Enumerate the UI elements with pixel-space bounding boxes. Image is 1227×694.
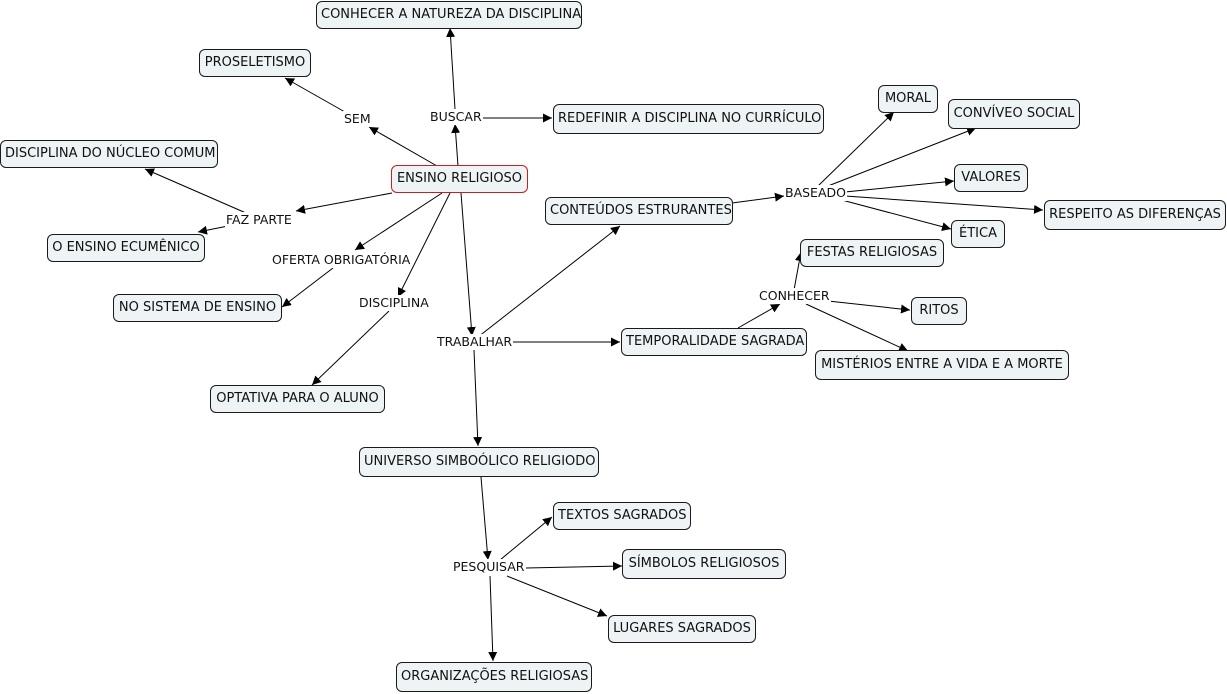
link-pesquisar: PESQUISAR [452,559,526,575]
concept-organizacoes-religiosas[interactable]: ORGANIZAÇÕES RELIGIOSAS [396,662,592,692]
concept-conhecer-natureza[interactable]: CONHECER A NATUREZA DA DISCIPLINA [316,1,582,29]
concept-simbolos-religiosos[interactable]: SÍMBOLOS RELIGIOSOS [622,549,786,579]
concept-ritos[interactable]: RITOS [911,297,967,325]
concept-ensino-religioso[interactable]: ENSINO RELIGIOSO [391,165,528,193]
concept-lugares-sagrados[interactable]: LUGARES SAGRADOS [608,615,756,643]
link-trabalhar: TRABALHAR [436,334,514,350]
concept-optativa[interactable]: OPTATIVA PARA O ALUNO [210,385,385,413]
concept-nucleo-comum[interactable]: DISCIPLINA DO NÚCLEO COMUM [0,140,218,168]
link-oferta-obrigatoria: OFERTA OBRIGATÓRIA [271,252,412,268]
concept-misterios[interactable]: MISTÉRIOS ENTRE A VIDA E A MORTE [815,350,1069,380]
concept-temporalidade-sagrada[interactable]: TEMPORALIDADE SAGRADA [621,328,807,356]
link-disciplina: DISCIPLINA [358,295,430,311]
concept-redefinir-disciplina[interactable]: REDEFINIR A DISCIPLINA NO CURRÍCULO [553,104,824,134]
link-faz-parte: FAZ PARTE [225,212,293,228]
concept-proselitismo[interactable]: PROSELETISMO [199,49,311,77]
link-sem: SEM [343,111,372,127]
concept-textos-sagrados[interactable]: TEXTOS SAGRADOS [553,502,691,530]
concept-festas-religiosas[interactable]: FESTAS RELIGIOSAS [800,239,944,267]
concept-ensino-ecumenico[interactable]: O ENSINO ECUMÊNICO [47,234,205,262]
link-baseado: BASEADO [784,185,847,201]
concept-convivio-social[interactable]: CONVÍVEO SOCIAL [948,99,1080,129]
concept-etica[interactable]: ÉTICA [951,220,1005,248]
link-conhecer: CONHECER [758,288,831,304]
concept-moral[interactable]: MORAL [878,85,938,113]
link-buscar: BUSCAR [429,109,483,125]
concept-universo-simbolico[interactable]: UNIVERSO SIMBOÓLICO RELIGIODO [359,447,599,477]
concept-valores[interactable]: VALORES [954,164,1028,192]
concept-respeito-diferencas[interactable]: RESPEITO AS DIFERENÇAS [1044,200,1226,230]
concept-sistema-ensino[interactable]: NO SISTEMA DE ENSINO [113,294,282,322]
concept-conteudos-estruturantes[interactable]: CONTEÚDOS ESTRURANTES [545,197,733,225]
